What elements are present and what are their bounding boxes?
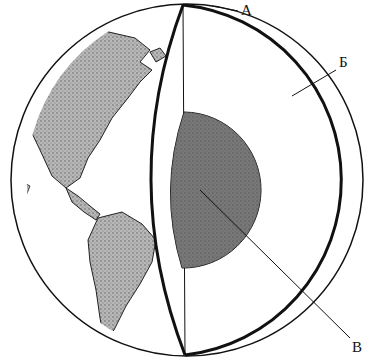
crust — [183, 5, 341, 355]
leader-line — [292, 70, 336, 96]
leader-line — [212, 6, 238, 11]
part-label: Б — [339, 55, 348, 70]
cut-edge — [151, 5, 185, 355]
leader-line — [200, 190, 350, 338]
part-label: А — [241, 3, 252, 18]
globe-outline — [11, 4, 363, 356]
core — [170, 112, 261, 268]
part-label: В — [352, 340, 362, 355]
continents — [18, 30, 166, 340]
